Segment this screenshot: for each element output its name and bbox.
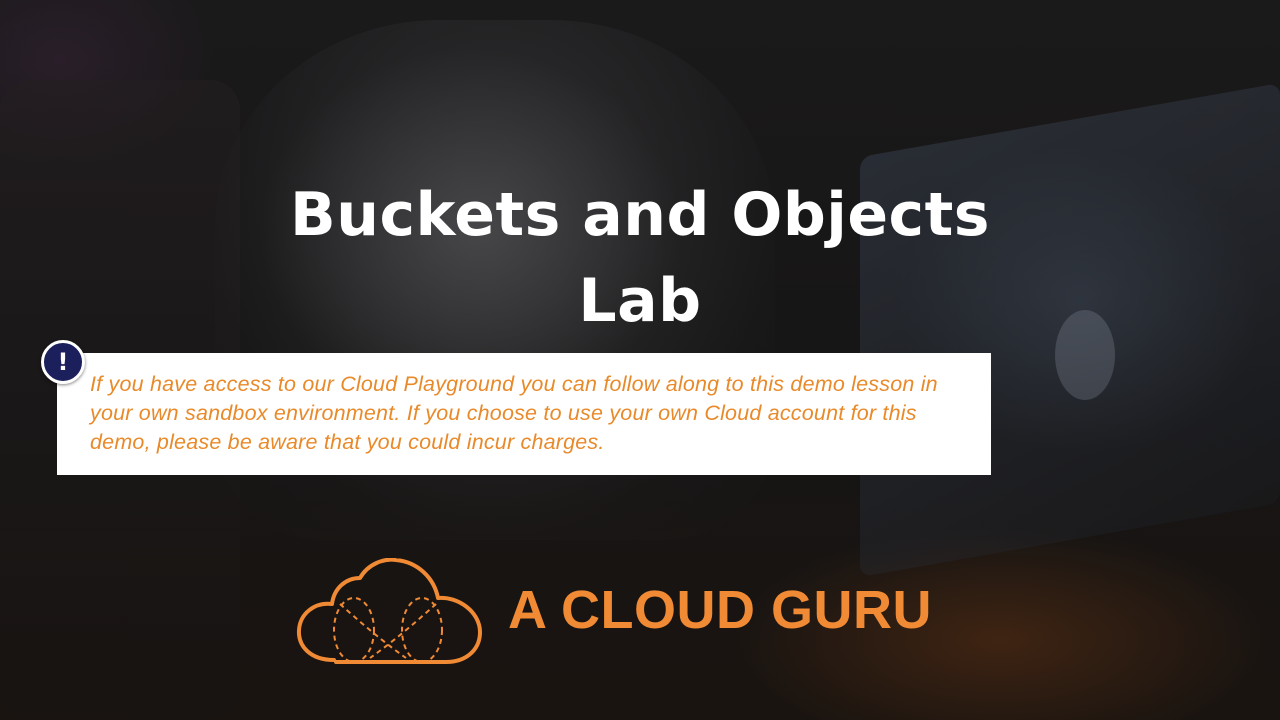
- slide-title: Buckets and Objects Lab: [240, 172, 1040, 344]
- slide-title-line-2: Lab: [578, 266, 702, 336]
- background-laptop-logo: [1055, 310, 1115, 400]
- brand-name: A CLOUD GURU: [508, 580, 932, 640]
- notice-text: If you have access to our Cloud Playgrou…: [90, 372, 938, 454]
- exclamation-icon: !: [41, 340, 85, 384]
- brand-logo: A CLOUD GURU: [296, 558, 996, 668]
- cloud-logo-icon: [296, 558, 482, 664]
- slide-title-line-1: Buckets and Objects: [290, 180, 990, 250]
- notice-box: If you have access to our Cloud Playgrou…: [57, 353, 991, 475]
